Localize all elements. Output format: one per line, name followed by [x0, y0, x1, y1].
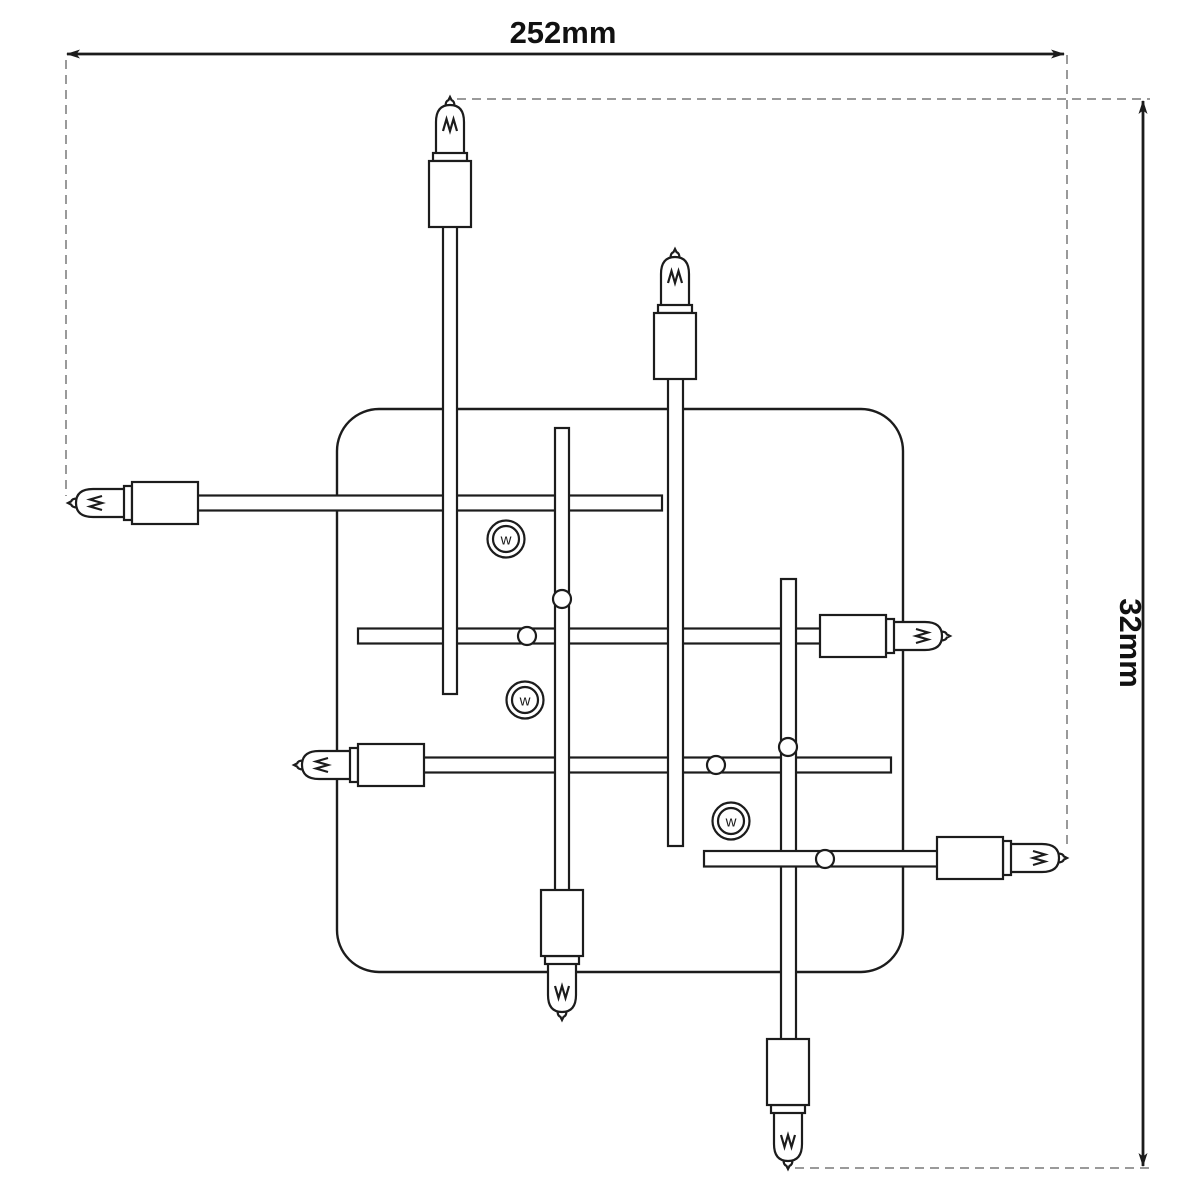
- halogen-bulb-left: [66, 480, 200, 526]
- lamp-symbol-3: w: [711, 801, 751, 841]
- rod-vertical-1: [441, 224, 459, 696]
- halogen-bulb-top: [427, 95, 473, 229]
- dimension-width: 252mm: [66, 15, 1065, 59]
- lamp-symbol-1: w: [486, 519, 526, 559]
- pivot-circle-5: [814, 848, 836, 870]
- halogen-bulb-right-middle: [818, 613, 952, 659]
- height-dimension-label: 32mm: [1113, 598, 1148, 688]
- dimension-height: 32mm: [1113, 100, 1148, 1167]
- rod-vertical-2: [553, 426, 571, 894]
- rod-horizontal-2: [356, 627, 824, 645]
- width-dimension-label: 252mm: [510, 15, 617, 50]
- pivot-circle-4: [705, 754, 727, 776]
- lamp-symbol-letter: w: [500, 532, 512, 549]
- lamp-symbol-letter: w: [725, 814, 737, 831]
- halogen-bulb-bottom-right: [765, 1037, 811, 1171]
- lamp-symbol-letter: w: [519, 693, 531, 710]
- rod-vertical-4: [779, 577, 798, 1043]
- halogen-bulb-top-2: [652, 247, 698, 381]
- rod-horizontal-3: [420, 756, 893, 774]
- rod-vertical-3: [666, 376, 685, 848]
- pivot-circle-1: [551, 588, 573, 610]
- lamp-symbol-2: w: [505, 680, 545, 720]
- halogen-bulb-bottom-middle: [539, 888, 585, 1022]
- halogen-bulb-left-lower: [292, 742, 426, 788]
- fixture-base-plate: [335, 407, 905, 974]
- pivot-circle-2: [516, 625, 538, 647]
- rod-horizontal-1: [194, 494, 664, 512]
- halogen-bulb-right-lower: [935, 835, 1069, 881]
- pivot-circle-3: [777, 736, 799, 758]
